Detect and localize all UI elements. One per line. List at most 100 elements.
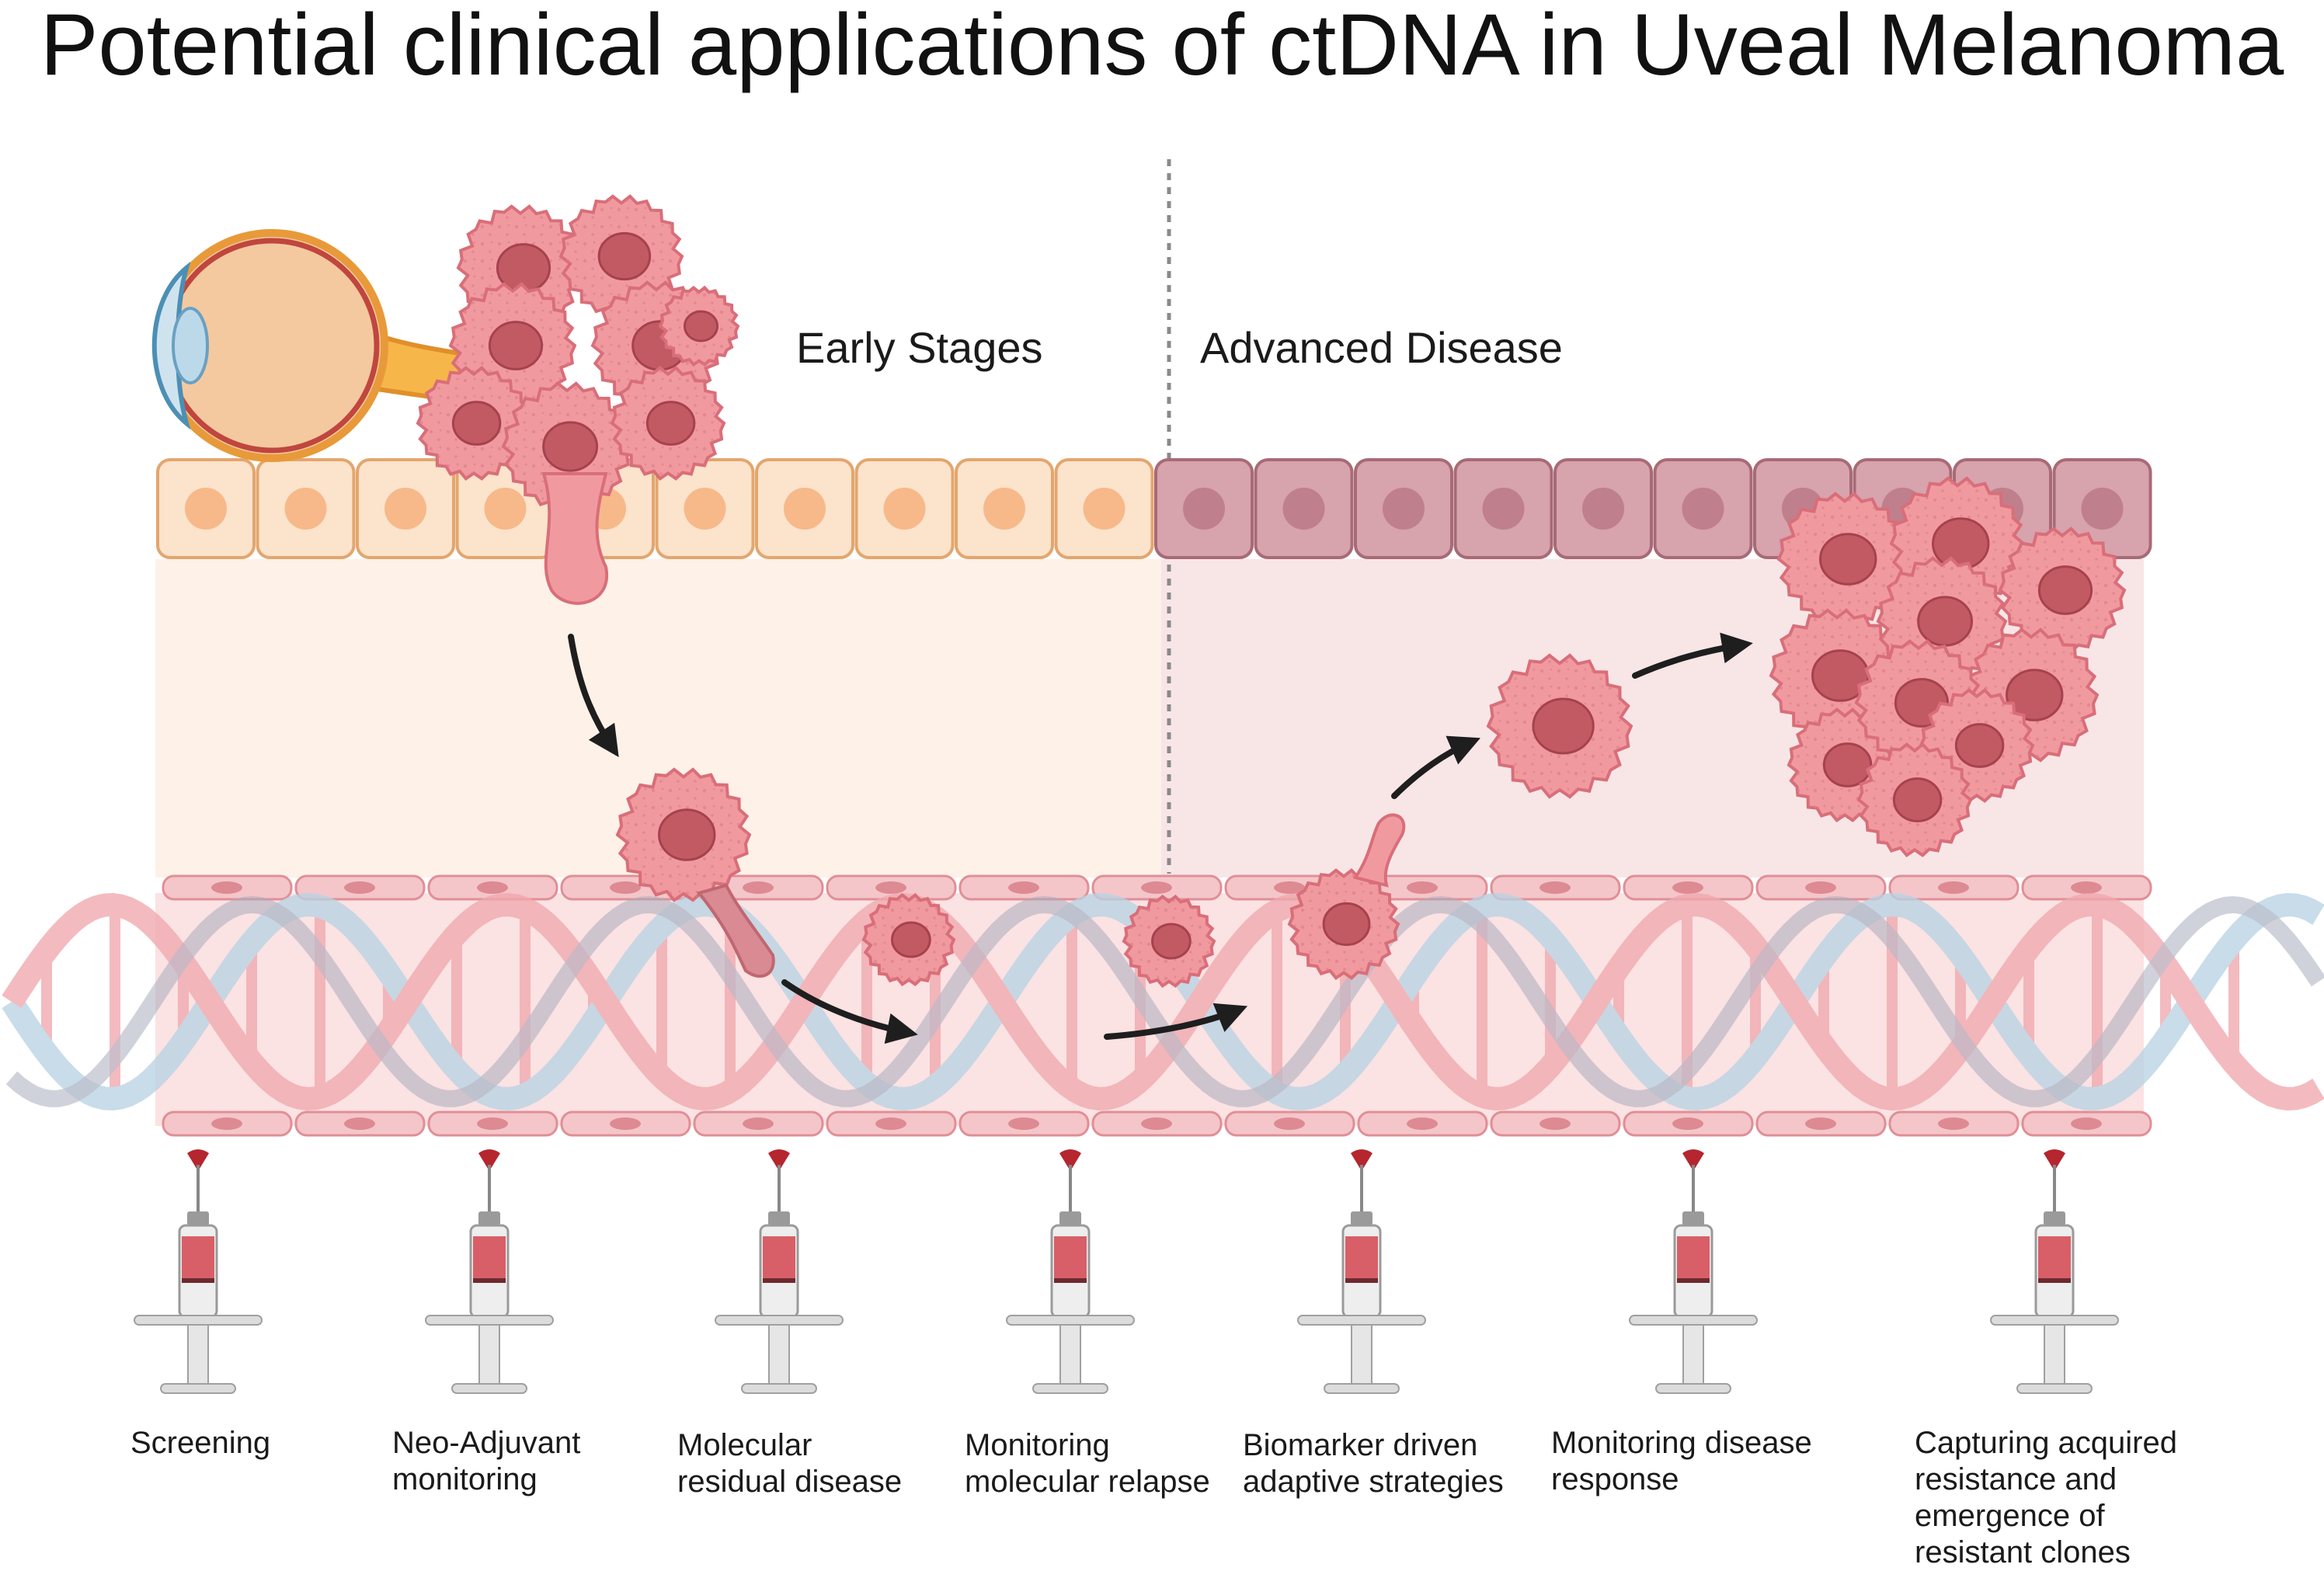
syringe-flange: [134, 1315, 263, 1326]
syringe-flange: [1629, 1315, 1758, 1326]
tumor-nucleus: [2037, 565, 2093, 615]
tumor-nucleus: [891, 921, 931, 958]
tissue-cell-nucleus: [1482, 488, 1525, 530]
syringe-plunger-seal: [473, 1278, 506, 1283]
phase-label-early: Early Stages: [796, 323, 1043, 372]
arrow-icon: [781, 979, 918, 1044]
tissue-cell-nucleus: [883, 488, 926, 530]
tissue-cell-nucleus: [1183, 488, 1225, 530]
arrow-icon: [1391, 735, 1481, 799]
syringe-flange: [715, 1315, 844, 1326]
tumor-nucleus: [1917, 596, 1974, 647]
syringe-plunger-cap: [1032, 1383, 1108, 1394]
syringe-blood: [473, 1236, 506, 1280]
syringe-plunger-cap: [741, 1383, 817, 1394]
tumor-cell-icon: [696, 883, 775, 978]
arrow-icon: [1104, 1003, 1248, 1040]
endothelial-nucleus: [1805, 881, 1836, 894]
endothelial-nucleus: [1008, 1117, 1039, 1130]
tumor-nucleus: [1932, 517, 1990, 570]
endothelial-nucleus: [1274, 881, 1305, 894]
endothelial-nucleus: [2071, 1117, 2102, 1130]
endothelial-nucleus: [1672, 881, 1703, 894]
tumor-nucleus: [1822, 742, 1873, 787]
blood-drop: [768, 1149, 790, 1171]
syringe-plunger-seal: [763, 1278, 795, 1283]
syringe-blood: [763, 1236, 795, 1280]
tumor-nucleus: [451, 401, 502, 446]
tumor-nucleus: [542, 421, 599, 472]
phase-label-advanced: Advanced Disease: [1200, 323, 1563, 372]
tumor-nucleus: [1322, 902, 1371, 947]
endothelial-nucleus: [2071, 881, 2102, 894]
endothelial-nucleus: [211, 1117, 242, 1130]
syringe-hub: [1059, 1211, 1081, 1225]
tumor-nucleus: [1532, 697, 1595, 755]
endothelial-nucleus: [344, 881, 375, 894]
syringe-blood: [1677, 1236, 1710, 1280]
dna-strand: [2, 893, 2324, 1110]
syringe-icon: [1006, 1149, 1135, 1394]
endothelial-nucleus: [1938, 881, 1969, 894]
tumor-nucleus: [684, 310, 718, 342]
tissue-cell-nucleus: [684, 488, 726, 530]
tumor-cell-icon: [541, 472, 609, 605]
endothelial-nucleus: [344, 1117, 375, 1130]
syringe-plunger-seal: [1345, 1278, 1378, 1283]
vessel-endothelium-top: [162, 874, 2152, 901]
syringe-blood: [182, 1236, 214, 1280]
endothelial-nucleus: [477, 881, 508, 894]
syringe-flange: [1990, 1315, 2119, 1326]
page-title: Potential clinical applications of ctDNA…: [40, 0, 2284, 93]
tumor-nucleus: [597, 231, 652, 281]
syringe-blood: [1054, 1236, 1087, 1280]
tissue-cell-nucleus: [1682, 488, 1724, 530]
syringe-plunger-cap: [451, 1383, 527, 1394]
tissue-cell-nucleus: [1383, 488, 1425, 530]
endothelial-nucleus: [610, 881, 641, 894]
syringe-blood: [1345, 1236, 1378, 1280]
syringe-plunger-cap: [1655, 1383, 1731, 1394]
syringe-plunger-rod: [2044, 1324, 2065, 1386]
application-label-neoadjuvant: Neo-Adjuvant monitoring: [392, 1426, 581, 1496]
application-label-screening: Screening: [130, 1426, 271, 1460]
blood-drop: [187, 1149, 209, 1171]
endothelial-nucleus: [1141, 881, 1172, 894]
endothelial-nucleus: [1141, 1117, 1172, 1130]
endothelial-nucleus: [743, 1117, 774, 1130]
tissue-cell-nucleus: [1582, 488, 1624, 530]
syringe-plunger-rod: [1682, 1324, 1704, 1386]
endothelial-nucleus: [1938, 1117, 1969, 1130]
tumor-nucleus: [1954, 723, 2005, 768]
endothelial-nucleus: [1672, 1117, 1703, 1130]
syringe-hub: [1682, 1211, 1704, 1225]
syringe-hub: [1351, 1211, 1372, 1225]
tissue-cell-nucleus: [2081, 488, 2124, 530]
tissue-cell-nucleus: [284, 488, 327, 530]
syringe-icon: [134, 1149, 263, 1394]
tissue-cell-nucleus: [983, 488, 1025, 530]
syringe-icon: [1629, 1149, 1758, 1394]
endothelial-nucleus: [1805, 1117, 1836, 1130]
arrow-icon: [568, 634, 619, 757]
endothelial-nucleus: [1539, 1117, 1571, 1130]
syringe-plunger-rod: [187, 1324, 209, 1386]
syringe-icon: [715, 1149, 844, 1394]
tissue-cell-nucleus: [1282, 488, 1325, 530]
application-label-response: Monitoring disease response: [1551, 1426, 1812, 1496]
application-label-biomarker: Biomarker driven adaptive strategies: [1243, 1428, 1504, 1499]
syringe-plunger-cap: [1324, 1383, 1400, 1394]
vessel-endothelium-bottom: [162, 1110, 2152, 1137]
blood-drop: [478, 1149, 500, 1171]
endothelial-nucleus: [1407, 1117, 1438, 1130]
syringe-plunger-rod: [1351, 1324, 1372, 1386]
arrow-icon: [1632, 632, 1753, 679]
tumor-cells: [416, 194, 2127, 989]
application-label-relapse: Monitoring molecular relapse: [965, 1428, 1210, 1499]
syringe-plunger-rod: [1059, 1324, 1081, 1386]
endothelial-nucleus: [875, 1117, 906, 1130]
syringe-icon: [1297, 1149, 1426, 1394]
tumor-nucleus: [1151, 923, 1192, 960]
